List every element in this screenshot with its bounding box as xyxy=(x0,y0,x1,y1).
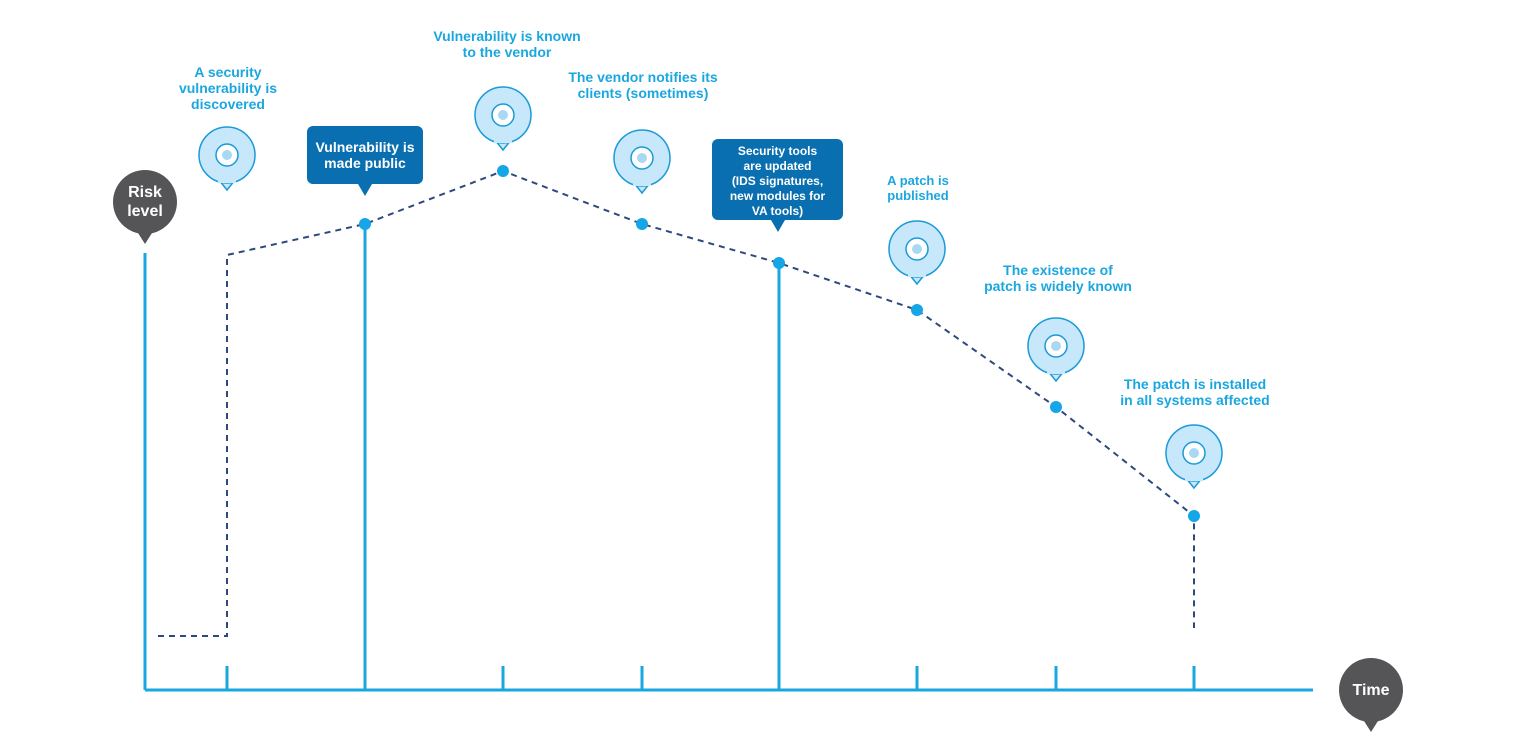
location-pin-icon xyxy=(1027,317,1085,383)
risk-point xyxy=(636,218,648,230)
pin-join xyxy=(1185,475,1203,481)
event-stems xyxy=(363,224,781,690)
time-axis-label: Time xyxy=(1339,658,1403,732)
risk-point xyxy=(1188,510,1200,522)
risk-point xyxy=(1050,401,1062,413)
risk-level-axis-label: Risk level xyxy=(113,170,177,244)
risk-point xyxy=(359,218,371,230)
pin-dot xyxy=(498,110,508,120)
risk-points xyxy=(359,165,1200,522)
pin-join xyxy=(633,180,651,186)
pin-join xyxy=(494,137,512,143)
risk-point xyxy=(497,165,509,177)
risk-curve-path xyxy=(158,169,1195,637)
location-pin-icon xyxy=(613,129,671,195)
event-callout-tools-updated: Security tools are updated (IDS signatur… xyxy=(712,139,843,232)
pin-join xyxy=(218,177,236,183)
pin-join xyxy=(1047,368,1065,374)
location-pin-icon xyxy=(474,86,532,152)
risk-point xyxy=(911,304,923,316)
pin-dot xyxy=(222,150,232,160)
event-label-patch-published: A patch is published xyxy=(887,173,949,203)
event-label-vendor-notifies: The vendor notifies its clients (sometim… xyxy=(568,69,718,101)
pin-dot xyxy=(637,153,647,163)
location-pin-icon xyxy=(1165,424,1223,490)
risk-point xyxy=(773,257,785,269)
location-pins xyxy=(198,86,1223,490)
pin-dot xyxy=(912,244,922,254)
event-label-patch-known: The existence of patch is widely known xyxy=(984,262,1132,294)
location-pin-icon xyxy=(888,220,946,286)
pin-dot xyxy=(1189,448,1199,458)
event-callout-made-public: Vulnerability is made public xyxy=(307,126,423,196)
event-label-patch-installed: The patch is installed in all systems af… xyxy=(1120,376,1270,408)
event-label-discovered: A security vulnerability is discovered xyxy=(178,64,278,112)
pin-dot xyxy=(1051,341,1061,351)
event-label-known-to-vendor: Vulnerability is known to the vendor xyxy=(433,28,581,60)
pin-join xyxy=(908,271,926,277)
axes xyxy=(143,253,1313,692)
location-pin-icon xyxy=(198,126,256,192)
risk-curve xyxy=(158,169,1195,637)
time-ticks xyxy=(225,666,1196,690)
